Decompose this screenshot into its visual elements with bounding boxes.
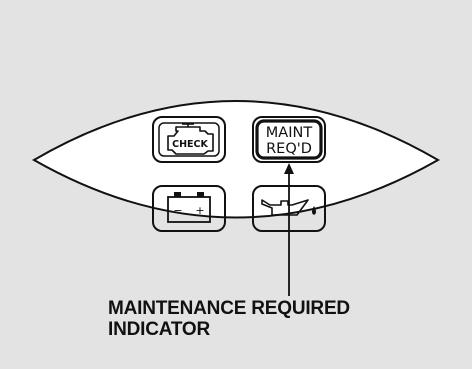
maint-reqd-icon: MAINT REQ'D xyxy=(252,116,326,163)
battery-plus: + xyxy=(195,204,204,217)
callout-line-2: INDICATOR xyxy=(108,319,210,340)
check-engine-text: CHECK xyxy=(172,139,208,150)
callout-leader xyxy=(284,163,294,296)
reqd-text: REQ'D xyxy=(266,141,312,157)
battery-icon: − + xyxy=(152,185,226,232)
callout-line-1: MAINTENANCE REQUIRED xyxy=(108,298,350,319)
check-engine-icon: CHECK xyxy=(152,116,226,163)
callout-label: MAINTENANCE REQUIRED INDICATOR xyxy=(108,298,350,340)
cluster-lens xyxy=(31,100,441,219)
battery-minus: − xyxy=(173,204,182,217)
maint-text: MAINT xyxy=(266,125,313,141)
